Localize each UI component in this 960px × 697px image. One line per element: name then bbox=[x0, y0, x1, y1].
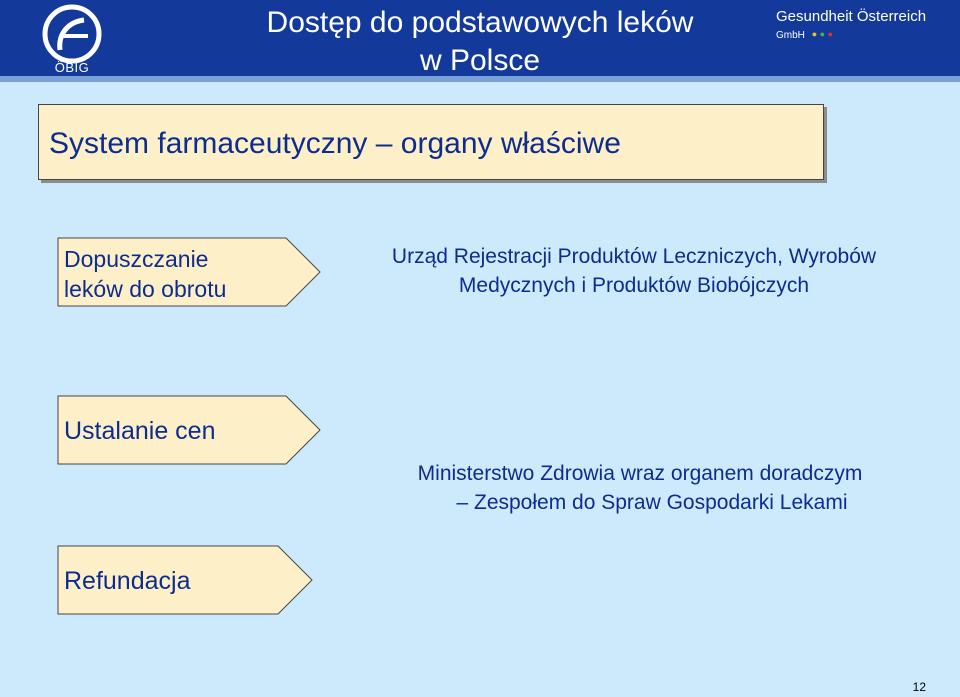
section-title-box: System farmaceutyczny – organy właściwe bbox=[38, 104, 824, 180]
arrow-shape-icon bbox=[57, 545, 313, 615]
header-bar: ÖBIG Dostęp do podstawowych leków w Pols… bbox=[0, 0, 960, 82]
arrow-box-reimbursement: Refundacja bbox=[57, 545, 318, 616]
arrow-box-pricing: Ustalanie cen bbox=[57, 395, 324, 466]
brand-sub-text: GmbH bbox=[776, 30, 805, 41]
brand-dots-icon: ● ● ● bbox=[811, 29, 834, 39]
page-title: Dostęp do podstawowych leków w Polsce bbox=[220, 4, 740, 80]
desc-line-1: Ministerstwo Zdrowia wraz organem doradc… bbox=[417, 462, 863, 485]
section-title: System farmaceutyczny – organy właściwe bbox=[49, 127, 621, 160]
brand-sub: GmbH ● ● ● bbox=[776, 27, 946, 43]
gesundheit-logo: Gesundheit Österreich GmbH ● ● ● bbox=[776, 8, 946, 43]
arrow-shape-icon bbox=[57, 237, 321, 307]
logo-text: ÖBIG bbox=[54, 60, 90, 75]
desc-line-1: Urząd Rejestracji Produktów Leczniczych,… bbox=[391, 245, 877, 268]
arrow-label-line-2: leków do obrotu bbox=[64, 276, 227, 302]
title-line-2: w Polsce bbox=[419, 44, 541, 77]
obig-logo: ÖBIG bbox=[40, 4, 104, 76]
arrow-label: Refundacja bbox=[64, 567, 191, 595]
obig-logo-icon bbox=[42, 4, 102, 64]
desc-line-2: – Zespołem do Spraw Gospodarki Lekami bbox=[456, 491, 848, 514]
arrow-label: Dopuszczanie leków do obrotu bbox=[64, 244, 226, 304]
desc-pricing: Ministerstwo Zdrowia wraz organem doradc… bbox=[360, 459, 920, 517]
arrow-label-line-1: Dopuszczanie bbox=[64, 246, 209, 272]
desc-line-2: Medycznych i Produktów Biobójczych bbox=[458, 274, 810, 297]
page-number: 12 bbox=[912, 680, 926, 694]
arrow-label: Ustalanie cen bbox=[64, 417, 216, 445]
desc-approval: Urząd Rejestracji Produktów Leczniczych,… bbox=[342, 242, 926, 300]
arrow-box-approval: Dopuszczanie leków do obrotu bbox=[57, 237, 324, 308]
arrow-shape-icon bbox=[57, 395, 321, 465]
brand-name: Gesundheit Österreich bbox=[776, 8, 927, 25]
title-line-1: Dostęp do podstawowych leków bbox=[266, 6, 694, 39]
